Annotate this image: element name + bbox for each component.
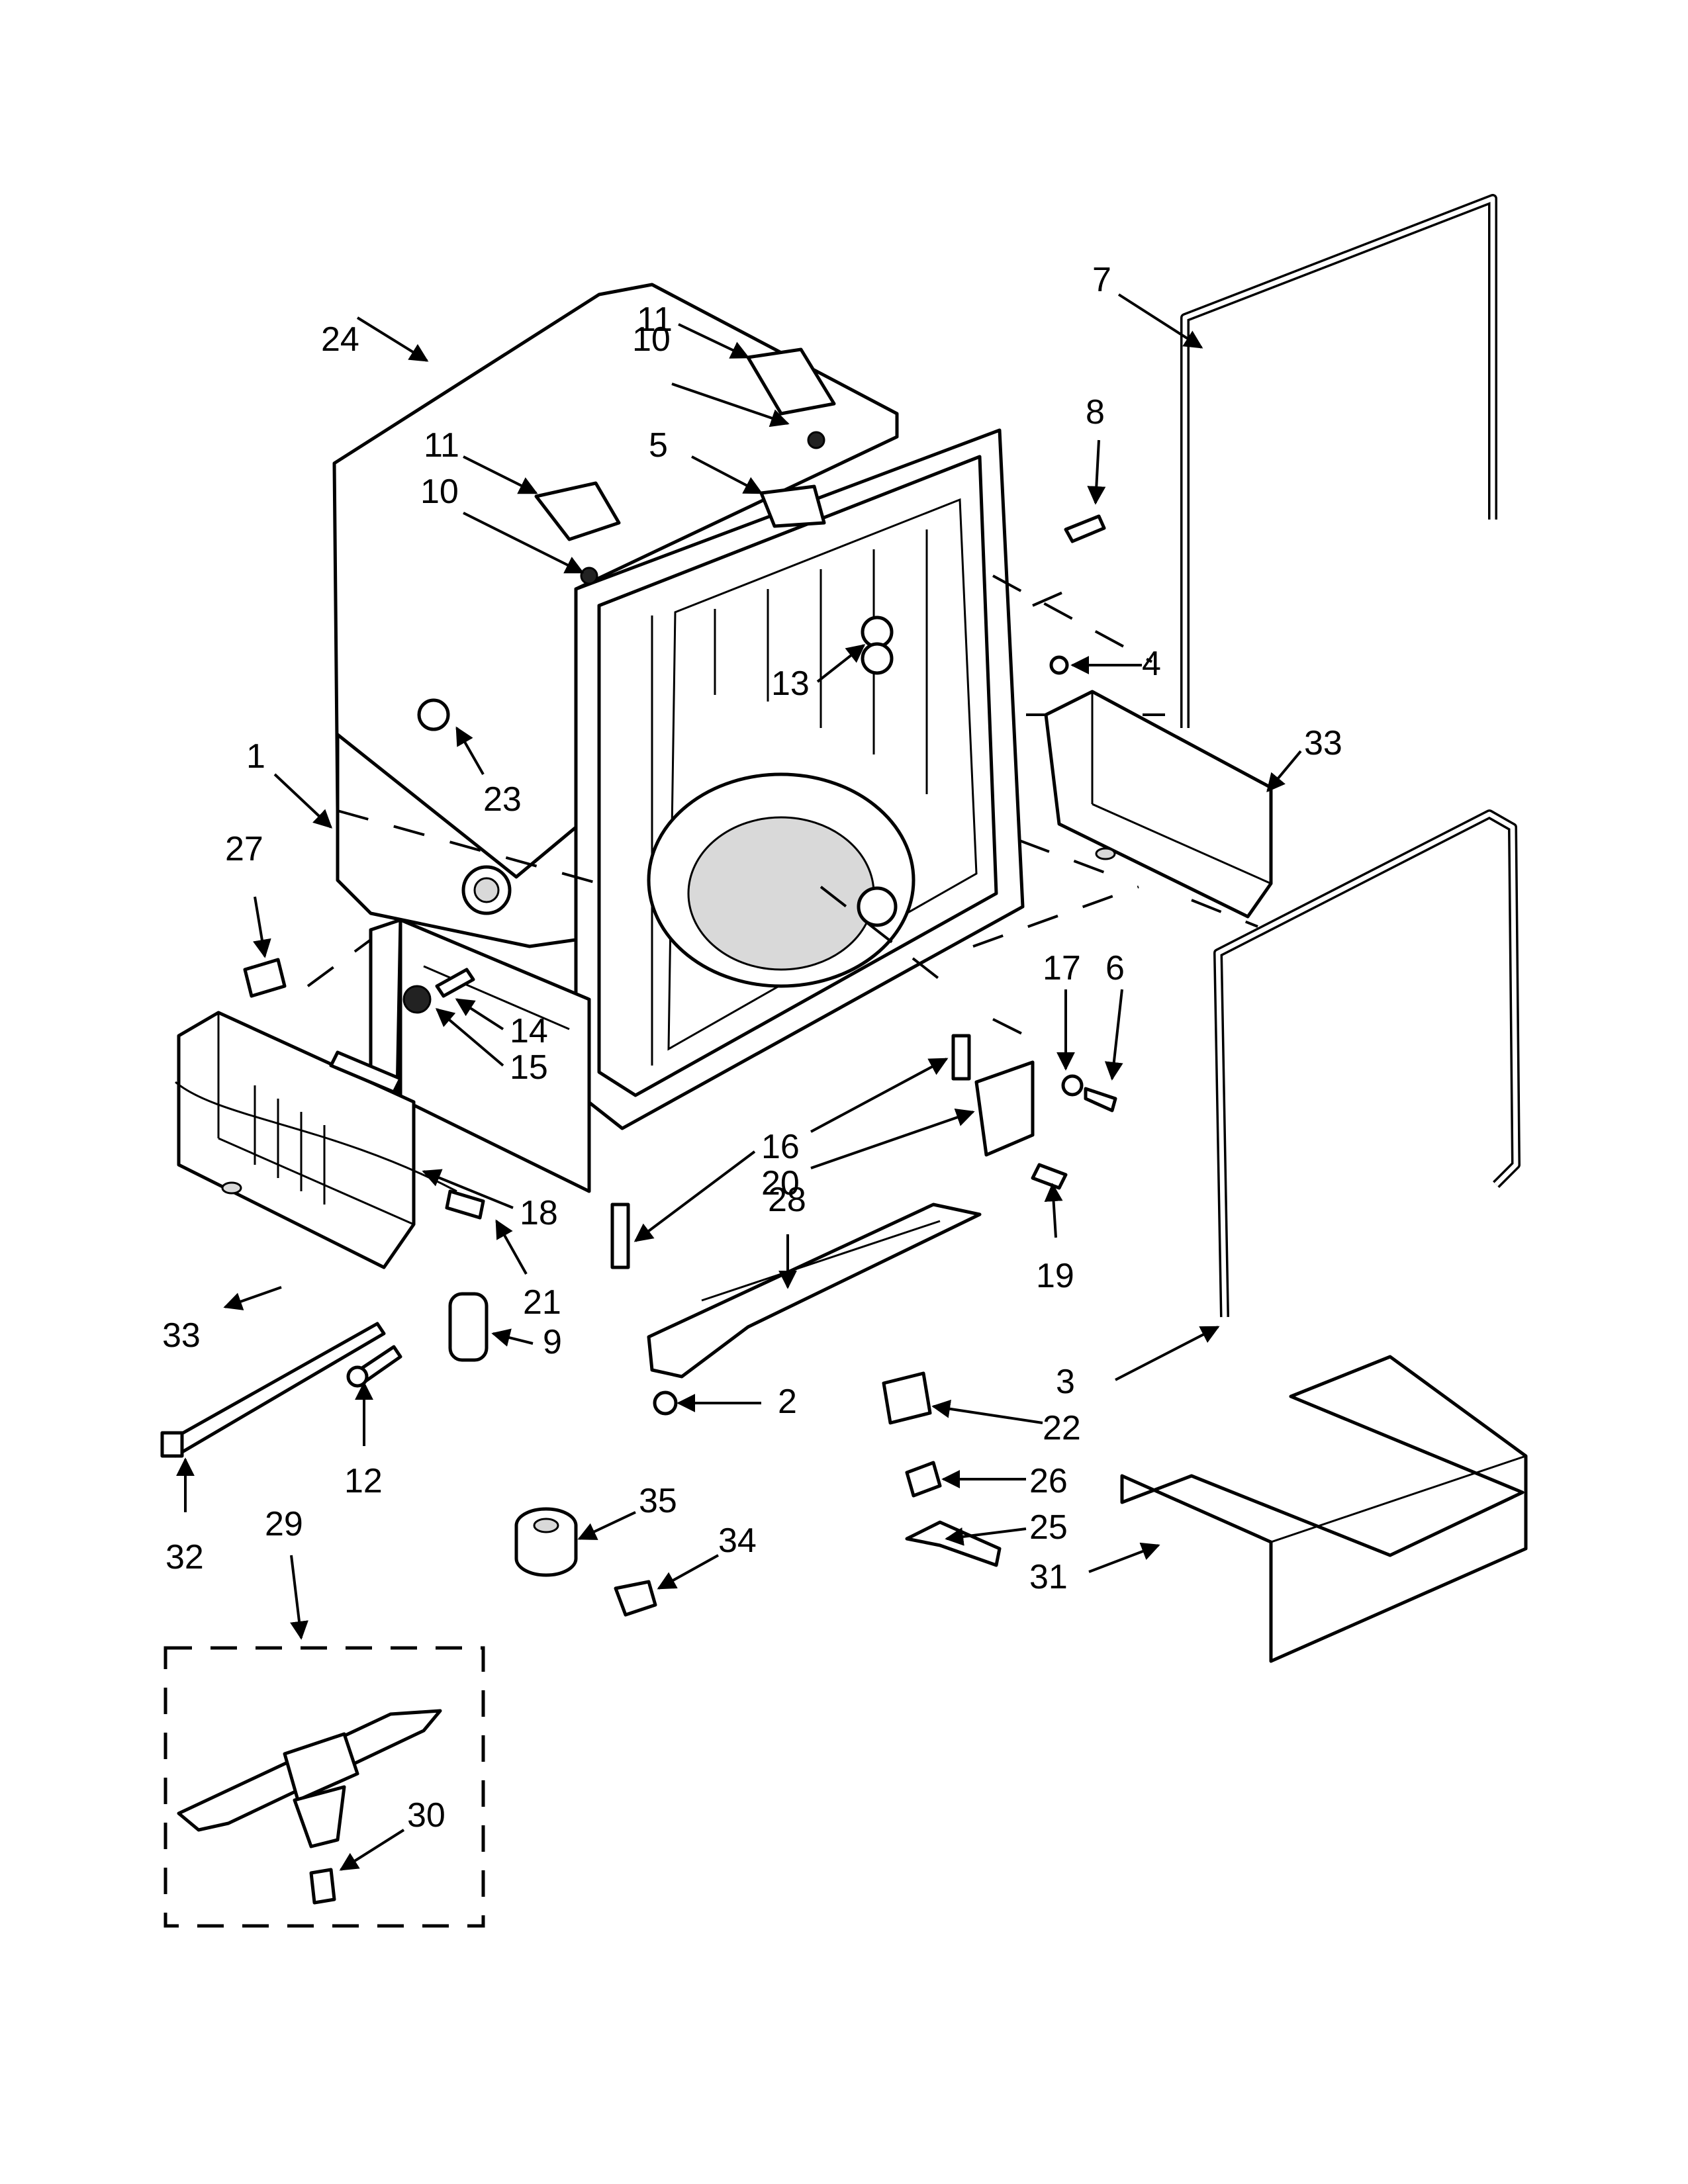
callout-6: 6 bbox=[1105, 949, 1125, 987]
projection-lines bbox=[306, 574, 1258, 1040]
callout-20: 20 bbox=[761, 1164, 800, 1203]
callout-10a: 10 bbox=[632, 320, 671, 359]
callout-23: 23 bbox=[483, 780, 522, 819]
callout-14: 14 bbox=[510, 1012, 548, 1050]
callout-34: 34 bbox=[718, 1522, 757, 1560]
insulation-pad-part-33-right bbox=[1044, 690, 1273, 919]
callout-10b: 10 bbox=[420, 473, 459, 511]
spray-arm-box-part-29 bbox=[164, 1646, 485, 1928]
callout-19: 19 bbox=[1036, 1257, 1074, 1295]
callout-15: 15 bbox=[510, 1048, 548, 1087]
callout-32: 32 bbox=[165, 1538, 204, 1576]
callout-30: 30 bbox=[407, 1796, 445, 1835]
callout-labels: 1 2 3 4 5 6 7 8 9 10 10 11 11 12 13 14 1… bbox=[162, 261, 1342, 1835]
callout-33a: 33 bbox=[1304, 724, 1342, 762]
callout-1: 1 bbox=[246, 737, 265, 776]
callout-3: 3 bbox=[1056, 1363, 1075, 1401]
small-parts bbox=[160, 514, 1117, 1617]
callout-5: 5 bbox=[649, 426, 668, 465]
callout-9: 9 bbox=[543, 1323, 562, 1361]
callout-16: 16 bbox=[761, 1128, 800, 1166]
tub-gasket-part-3 bbox=[1213, 809, 1521, 1318]
callout-33b: 33 bbox=[162, 1316, 201, 1355]
callout-24: 24 bbox=[321, 320, 359, 359]
callout-18: 18 bbox=[520, 1194, 558, 1232]
callout-31: 31 bbox=[1029, 1558, 1068, 1596]
callout-2: 2 bbox=[778, 1383, 797, 1421]
callout-4: 4 bbox=[1142, 645, 1161, 683]
bracket-part-28 bbox=[647, 1203, 982, 1379]
callout-29: 29 bbox=[265, 1505, 303, 1543]
callout-13: 13 bbox=[771, 664, 810, 703]
callout-22: 22 bbox=[1043, 1409, 1081, 1447]
callout-7: 7 bbox=[1092, 261, 1111, 299]
callout-25: 25 bbox=[1029, 1508, 1068, 1547]
callout-35: 35 bbox=[639, 1482, 677, 1520]
door-gasket-part-7 bbox=[1180, 194, 1497, 728]
callout-17: 17 bbox=[1043, 949, 1081, 987]
callout-11b: 11 bbox=[424, 426, 459, 465]
callout-26: 26 bbox=[1029, 1462, 1068, 1500]
callout-27: 27 bbox=[225, 830, 263, 868]
callout-12: 12 bbox=[344, 1462, 383, 1500]
callout-28: 28 bbox=[768, 1181, 806, 1219]
leader-lines bbox=[176, 293, 1302, 1871]
bottom-cover-part-31 bbox=[1120, 1355, 1528, 1663]
callout-11a: 11 bbox=[637, 300, 673, 339]
callout-21: 21 bbox=[523, 1283, 561, 1322]
callout-8: 8 bbox=[1086, 393, 1105, 432]
tub-assembly bbox=[332, 283, 1025, 1193]
